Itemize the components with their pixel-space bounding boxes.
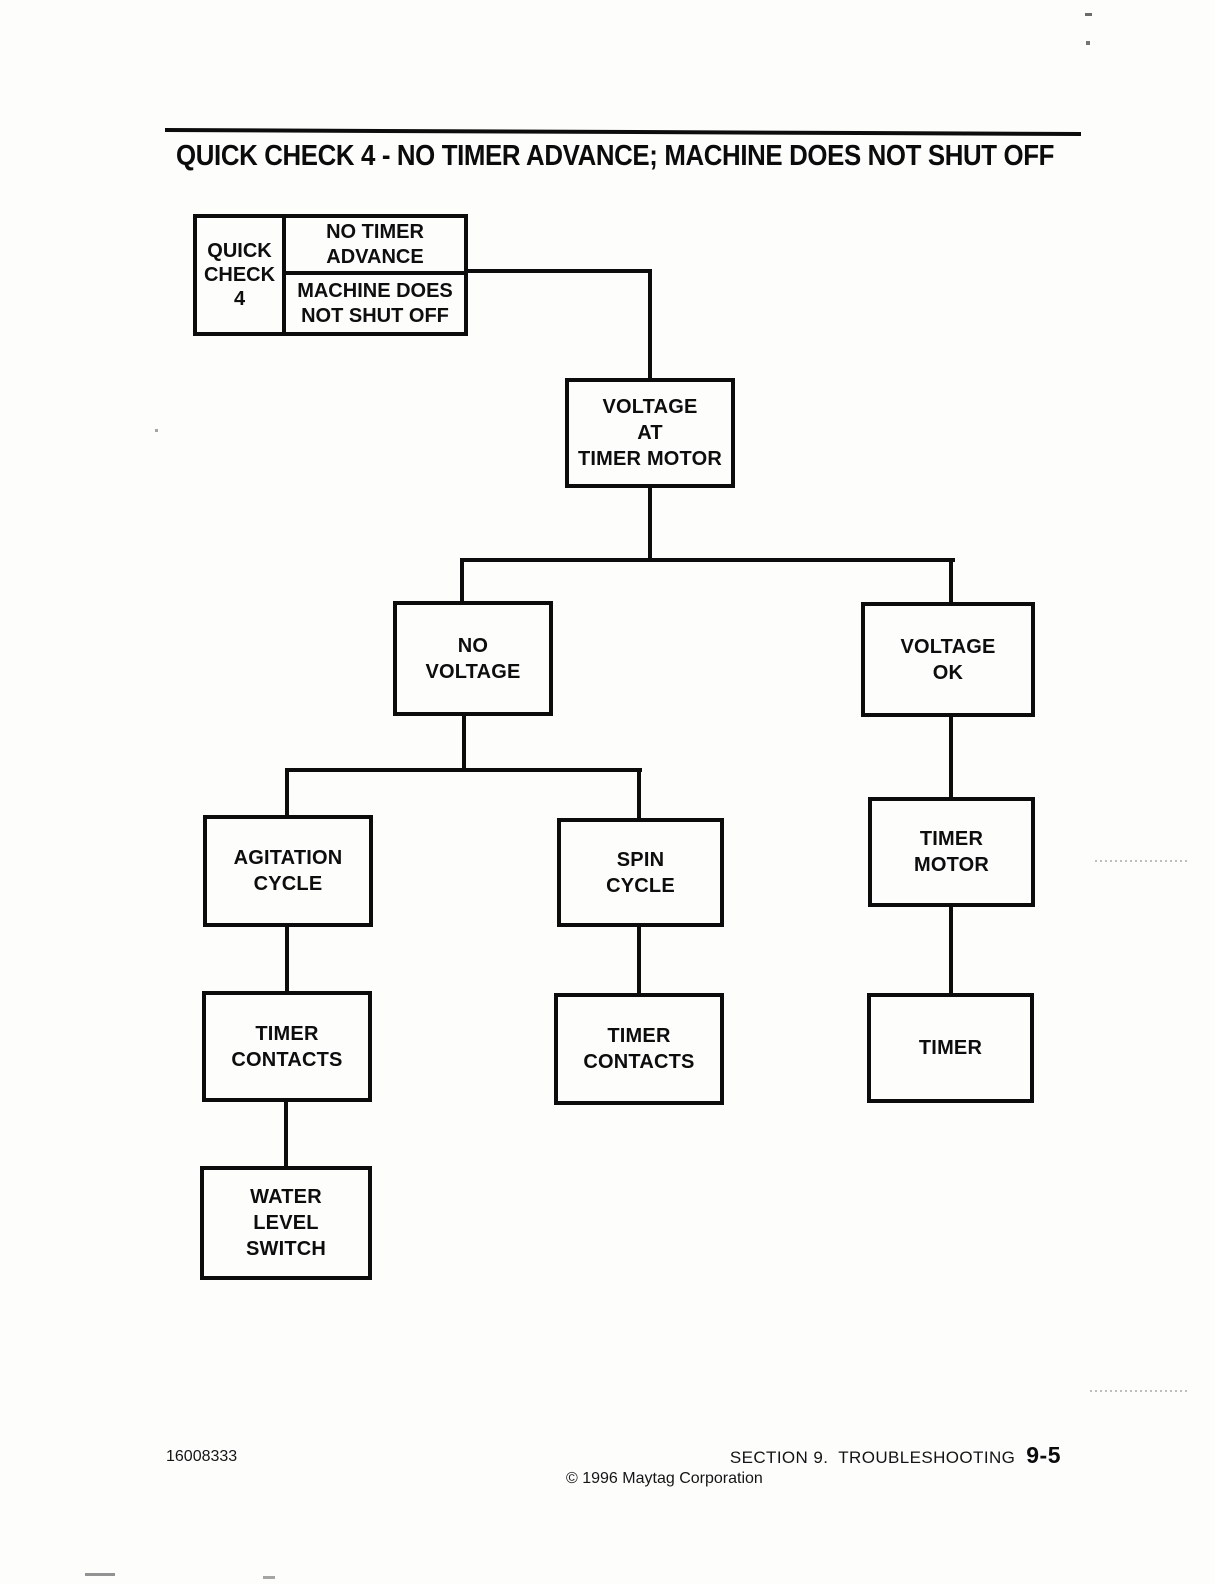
scan-speck xyxy=(263,1576,275,1579)
node-voltage-at-timer-motor: VOLTAGE AT TIMER MOTOR xyxy=(565,378,735,488)
connector-branch1-right-v xyxy=(949,558,953,606)
connector-novoltage-down xyxy=(462,714,466,772)
scan-speck xyxy=(1086,41,1090,45)
symptom-top-cell: NO TIMER ADVANCE xyxy=(286,218,464,275)
scan-speck xyxy=(1085,13,1092,16)
node-voltage-ok: VOLTAGE OK xyxy=(861,602,1035,717)
scan-speck xyxy=(85,1573,115,1576)
connector-quickcheck-v xyxy=(648,269,652,381)
node-timer-motor: TIMER MOTOR xyxy=(868,797,1035,907)
node-agitation-cycle: AGITATION CYCLE xyxy=(203,815,373,927)
quick-check-id-cell: QUICK CHECK 4 xyxy=(197,218,286,332)
connector-branch1-left-v xyxy=(460,558,464,604)
connector-branch2-right-v xyxy=(637,768,641,821)
scan-dotted-artifact xyxy=(1095,860,1187,862)
connector-agitation-down xyxy=(285,925,289,993)
scan-dotted-artifact xyxy=(1090,1390,1190,1392)
connector-timercontacts-down xyxy=(284,1100,288,1168)
node-spin-cycle: SPIN CYCLE xyxy=(557,818,724,927)
connector-timermotor-down xyxy=(949,905,953,995)
connector-branch1-h xyxy=(460,558,955,562)
node-no-voltage: NO VOLTAGE xyxy=(393,601,553,716)
connector-branch2-h xyxy=(285,768,642,772)
node-water-level-switch: WATER LEVEL SWITCH xyxy=(200,1166,372,1280)
node-timer: TIMER xyxy=(867,993,1034,1103)
connector-branch2-left-v xyxy=(285,768,289,818)
quick-check-box: QUICK CHECK 4 NO TIMER ADVANCE MACHINE D… xyxy=(193,214,468,336)
node-timer-contacts-left: TIMER CONTACTS xyxy=(202,991,372,1102)
node-timer-contacts-right: TIMER CONTACTS xyxy=(554,993,724,1105)
connector-quickcheck-h xyxy=(466,269,652,273)
symptom-bottom-cell: MACHINE DOES NOT SHUT OFF xyxy=(297,279,453,327)
connector-spin-down xyxy=(637,925,641,995)
footer-copyright: © 1996 Maytag Corporation xyxy=(566,1470,763,1487)
connector-voltage-down xyxy=(648,486,652,562)
footer-part-number: 16008333 xyxy=(166,1448,238,1465)
page-title: QUICK CHECK 4 - NO TIMER ADVANCE; MACHIN… xyxy=(176,140,1055,172)
footer-section-label: SECTION 9. TROUBLESHOOTING xyxy=(729,1448,1016,1467)
footer-page-number: 9-5 xyxy=(1026,1442,1061,1468)
scan-speck xyxy=(155,429,158,432)
connector-voltageok-down xyxy=(949,715,953,799)
quick-check-symptom-cells: NO TIMER ADVANCE MACHINE DOES NOT SHUT O… xyxy=(286,218,464,332)
footer-section-row: SECTION 9. TROUBLESHOOTING 9-5 xyxy=(730,1442,1061,1469)
title-rule xyxy=(164,128,1081,136)
